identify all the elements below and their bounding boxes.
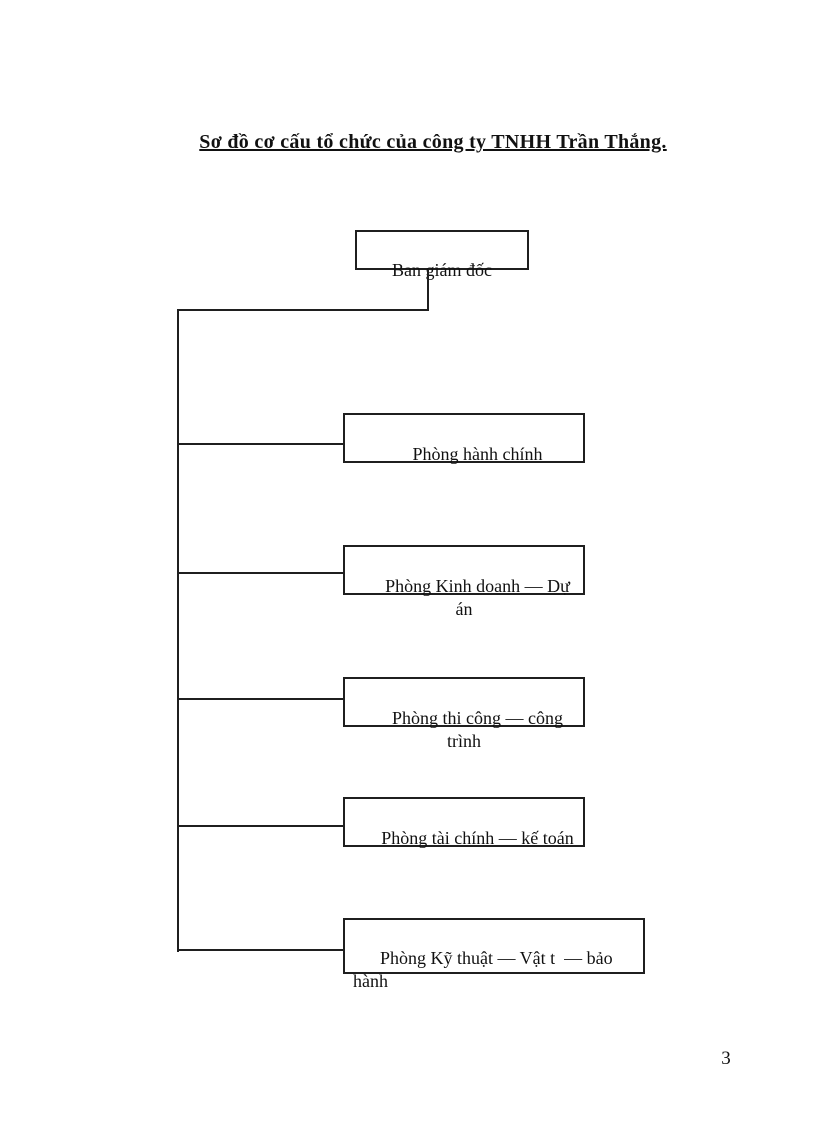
org-box-dept-label: Phòng hành chính [412, 444, 543, 464]
connector-branch-line [179, 698, 343, 700]
org-box-dept-hanh-chinh: Phòng hành chính [343, 413, 585, 464]
org-box-root-label: Ban giám đốc [392, 260, 492, 280]
connector-branch-line [179, 949, 343, 951]
page-title: Sơ đồ cơ cấu tổ chức của công ty TNHH Tr… [199, 131, 667, 153]
connector-trunk-vertical-line [177, 309, 179, 952]
connector-root-drop-line [427, 270, 429, 311]
org-box-dept-label: Phòng tài chính — kế toán [381, 828, 574, 848]
page-number: 3 [721, 1048, 731, 1069]
org-box-dept-ky-thuat: Phòng Kỹ thuật — Vật t — bảo hành [343, 918, 645, 991]
org-box-dept-thi-cong: Phòng thi công — công trình [343, 677, 585, 751]
connector-branch-line [179, 443, 343, 445]
org-box-dept-kinh-doanh: Phòng Kinh doanh — Dự án [343, 545, 585, 619]
org-box-dept-label: Phòng thi công — công trình [392, 708, 568, 751]
org-box-dept-label: Phòng Kỹ thuật — Vật t — bảo hành [353, 948, 613, 991]
connector-top-horizontal-line [177, 309, 429, 311]
connector-branch-line [179, 572, 343, 574]
org-box-dept-label: Phòng Kinh doanh — Dự án [385, 576, 575, 619]
connector-branch-line [179, 825, 343, 827]
org-box-root: Ban giám đốc [355, 230, 529, 280]
org-box-dept-tai-chinh: Phòng tài chính — kế toán [343, 797, 585, 848]
